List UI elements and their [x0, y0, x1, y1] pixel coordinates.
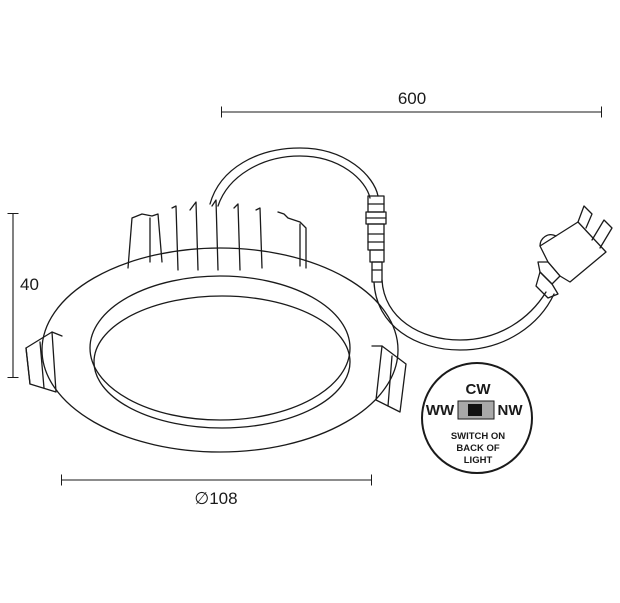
inline-connector	[365, 195, 387, 283]
switch-nw-label: NW	[498, 402, 524, 419]
switch-note-line-2: BACK OF	[456, 443, 499, 454]
switch-ww-label: WW	[426, 402, 455, 419]
diffuser-lens	[93, 295, 351, 429]
height-label: 40	[20, 275, 39, 294]
heatsink-fins	[127, 199, 307, 271]
switch-cw-label: CW	[466, 381, 492, 398]
left-spring-clip	[25, 331, 63, 393]
diameter-label: ∅108	[194, 489, 237, 508]
plug	[535, 205, 613, 299]
switch-slider-knob	[468, 404, 482, 416]
switch-note-line-1: SWITCH ON	[451, 431, 505, 442]
switch-note-line-3: LIGHT	[464, 455, 493, 466]
cable-length-label: 600	[398, 89, 426, 108]
diffuser-ring	[89, 275, 351, 421]
power-cable	[209, 147, 555, 351]
right-spring-clip	[371, 345, 407, 413]
cct-switch-callout: CW WW NW SWITCH ON BACK OF LIGHT	[421, 362, 533, 474]
switch-callout-circle	[421, 362, 533, 474]
outer-trim-ring	[41, 247, 399, 453]
